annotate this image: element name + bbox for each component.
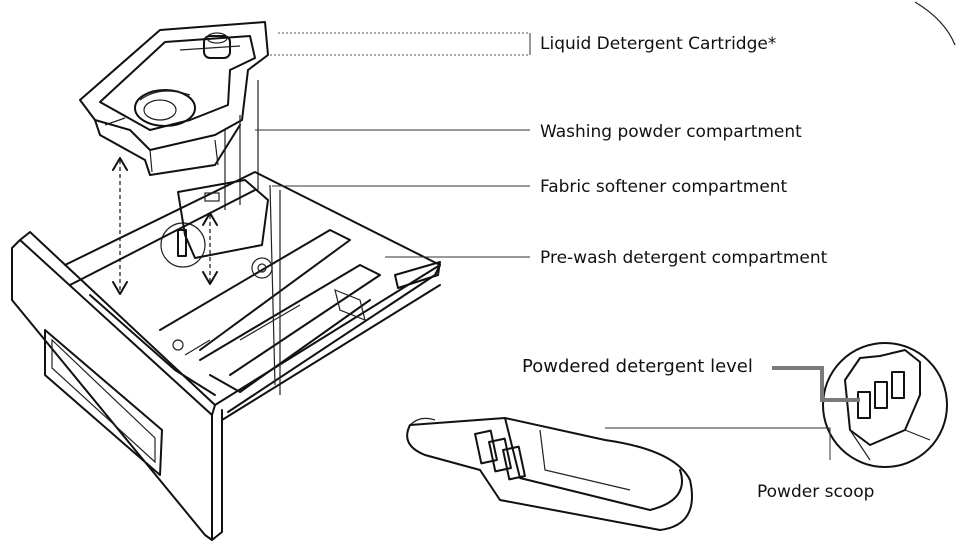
powder-scoop-drawing (406, 417, 693, 531)
label-pre-wash-detergent-compartment: Pre-wash detergent compartment (540, 248, 828, 268)
corner-arc (914, 1, 956, 46)
dispenser-drawer (11, 171, 441, 541)
label-washing-powder-compartment: Washing powder compartment (540, 122, 802, 142)
level-zoom-circle (822, 342, 948, 468)
label-liquid-detergent-cartridge: Liquid Detergent Cartridge* (540, 34, 777, 54)
label-powdered-detergent-level: Powdered detergent level (522, 356, 753, 377)
insertion-arrows (112, 157, 218, 295)
label-fabric-softener-compartment: Fabric softener compartment (540, 177, 788, 197)
liquid-detergent-cartridge (79, 21, 269, 176)
leader-lines (255, 32, 860, 460)
label-powder-scoop: Powder scoop (757, 482, 875, 502)
